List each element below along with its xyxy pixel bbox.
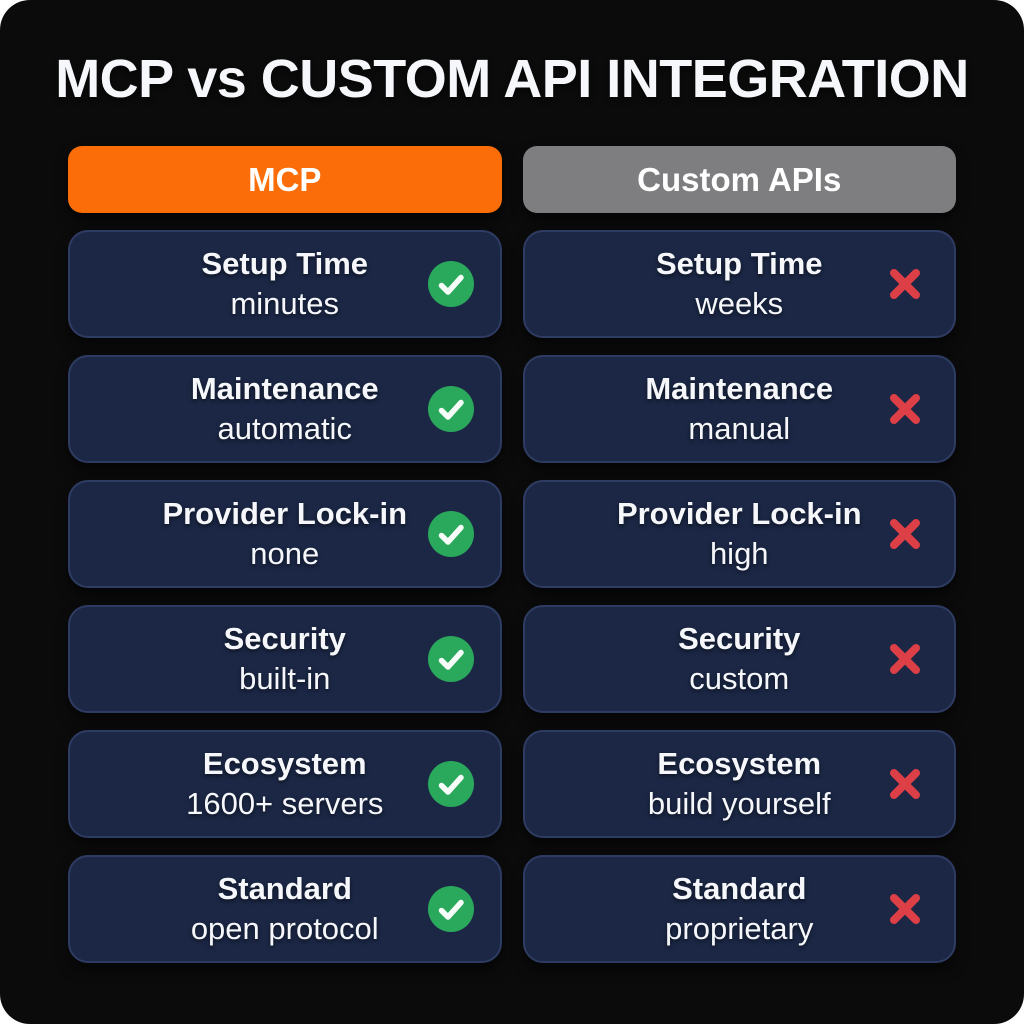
check-circle-icon	[427, 761, 474, 807]
card-custom-standard: Standard proprietary	[522, 855, 956, 963]
check-circle-icon	[427, 511, 474, 557]
page-title: MCP vs CUSTOM API INTEGRATION	[55, 49, 969, 109]
column-header-mcp-label: MCP	[248, 160, 322, 198]
card-label: Setup Time	[201, 246, 369, 281]
card-value: minutes	[230, 286, 340, 321]
check-circle-icon	[427, 636, 474, 682]
card-value: weeks	[695, 286, 784, 321]
card-custom-maintenance: Maintenance manual	[522, 355, 956, 463]
card-custom-setup-time: Setup Time weeks	[522, 230, 956, 338]
card-mcp-security: Security built-in	[68, 605, 502, 713]
card-label: Maintenance	[645, 371, 834, 406]
card-label: Provider Lock-in	[616, 496, 862, 531]
check-circle-icon	[427, 886, 474, 932]
card-value: built-in	[239, 661, 331, 696]
card-value: high	[709, 536, 769, 571]
card-mcp-provider-lock-in: Provider Lock-in none	[68, 480, 502, 588]
column-header-mcp: MCP	[68, 146, 502, 213]
card-value: custom	[689, 661, 790, 696]
card-label: Maintenance	[190, 371, 379, 406]
card-label: Ecosystem	[202, 746, 367, 781]
card-label: Setup Time	[655, 246, 823, 281]
x-mark-icon	[882, 511, 928, 557]
card-label: Security	[678, 621, 801, 656]
card-custom-ecosystem: Ecosystem build yourself	[522, 730, 956, 838]
card-mcp-standard: Standard open protocol	[68, 855, 502, 963]
card-value: automatic	[217, 411, 352, 446]
x-mark-icon	[882, 886, 928, 932]
card-mcp-ecosystem: Ecosystem 1600+ servers	[68, 730, 502, 838]
card-value: build yourself	[647, 786, 831, 821]
card-mcp-maintenance: Maintenance automatic	[68, 355, 502, 463]
column-header-custom-apis-label: Custom APIs	[637, 160, 842, 198]
x-mark-icon	[882, 761, 928, 807]
card-label: Standard	[217, 871, 352, 906]
card-label: Provider Lock-in	[162, 496, 408, 531]
card-value: manual	[688, 411, 791, 446]
card-value: 1600+ servers	[186, 786, 384, 821]
x-mark-icon	[882, 261, 928, 307]
x-mark-icon	[882, 636, 928, 682]
card-label: Security	[223, 621, 346, 656]
card-value: none	[250, 536, 320, 571]
card-custom-provider-lock-in: Provider Lock-in high	[522, 480, 956, 588]
check-circle-icon	[427, 386, 474, 432]
comparison-grid: MCP Custom APIs Setup Time minutes Setup…	[0, 146, 1024, 963]
card-label: Ecosystem	[657, 746, 822, 781]
card-custom-security: Security custom	[522, 605, 956, 713]
check-circle-icon	[427, 261, 474, 307]
card-value: open protocol	[190, 911, 379, 946]
card-value: proprietary	[665, 911, 814, 946]
x-mark-icon	[882, 386, 928, 432]
card-label: Standard	[672, 871, 807, 906]
card-mcp-setup-time: Setup Time minutes	[68, 230, 502, 338]
column-header-custom-apis: Custom APIs	[522, 146, 956, 213]
